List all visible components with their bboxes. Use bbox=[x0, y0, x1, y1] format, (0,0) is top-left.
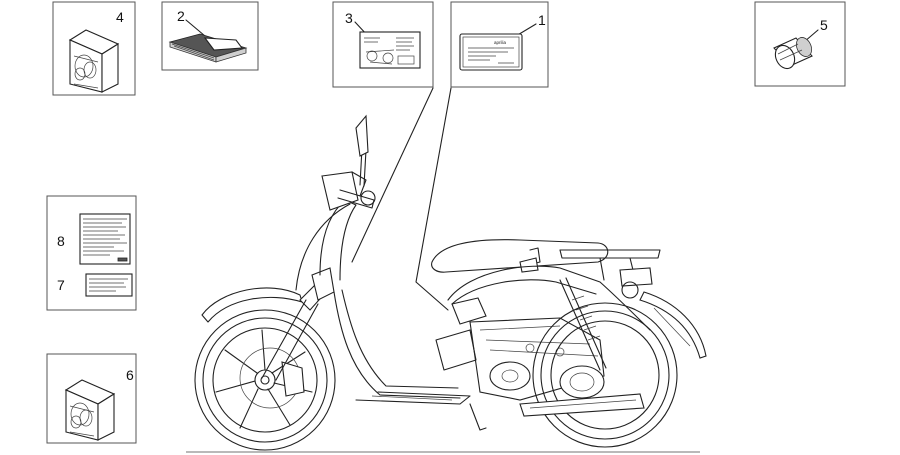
card-set-icon bbox=[168, 33, 248, 63]
callout-3: 3 bbox=[345, 10, 353, 26]
part-box-4[interactable]: 4 bbox=[52, 1, 136, 96]
callout-5: 5 bbox=[820, 17, 828, 33]
callout-7: 7 bbox=[57, 277, 65, 293]
manual-booklet-icon bbox=[64, 379, 116, 441]
brand-text: aprilia bbox=[494, 40, 507, 45]
callout-2: 2 bbox=[177, 8, 185, 24]
callout-6: 6 bbox=[126, 367, 134, 383]
callout-8: 8 bbox=[57, 233, 65, 249]
plate-sticker-icon bbox=[85, 273, 133, 297]
plug-icon bbox=[773, 37, 813, 70]
part-box-3[interactable]: 3 bbox=[332, 1, 434, 88]
part-box-6[interactable]: 6 bbox=[46, 353, 137, 444]
callout-4: 4 bbox=[116, 9, 124, 25]
part-box-1[interactable]: 1 aprilia bbox=[450, 1, 549, 88]
sticker-sheet-icon bbox=[359, 31, 421, 69]
part-box-2[interactable]: 2 bbox=[161, 1, 259, 71]
leader-line-1 bbox=[415, 87, 452, 311]
callout-1: 1 bbox=[538, 12, 546, 28]
warning-sticker-icon bbox=[79, 213, 131, 265]
part-box-5[interactable]: 5 bbox=[754, 1, 846, 87]
scooter-drawing-icon bbox=[186, 114, 707, 453]
leader-line-3 bbox=[351, 87, 434, 263]
manual-booklet-icon bbox=[68, 29, 120, 93]
plate-sticker-icon: aprilia bbox=[459, 33, 523, 71]
part-box-8-7[interactable]: 8 7 bbox=[46, 195, 137, 311]
